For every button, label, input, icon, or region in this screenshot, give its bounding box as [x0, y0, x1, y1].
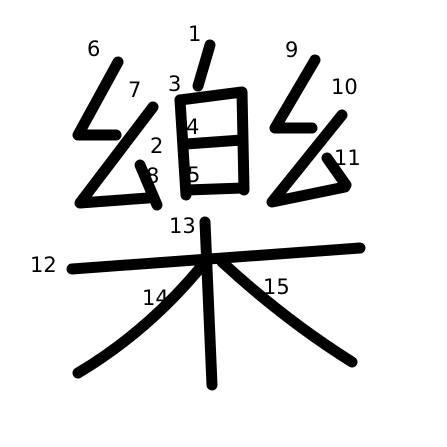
stroke-number-6: 6: [87, 37, 100, 61]
stroke-number-2: 2: [150, 134, 163, 158]
stroke-number-8: 8: [146, 164, 159, 188]
stroke-number-14: 14: [142, 286, 169, 310]
stroke-10: [266, 109, 351, 208]
stroke-9: [269, 54, 321, 134]
stroke-14: [72, 256, 211, 379]
stroke-3: [174, 86, 250, 196]
stroke-order-numbers: 1 2 3 4 5 6 7 8 9 10 11 12 13 14 15: [30, 22, 361, 310]
stroke-number-1: 1: [188, 22, 201, 46]
stroke-number-15: 15: [263, 275, 290, 299]
stroke-15: [216, 256, 358, 368]
stroke-number-5: 5: [187, 163, 200, 187]
character-strokes: [66, 39, 366, 391]
stroke-number-9: 9: [285, 38, 298, 62]
stroke-4: [180, 134, 248, 150]
stroke-12: [66, 242, 366, 275]
stroke-number-11: 11: [334, 146, 361, 170]
stroke-number-4: 4: [186, 115, 199, 139]
stroke-7: [74, 101, 159, 209]
stroke-8: [134, 159, 163, 211]
stroke-6: [72, 56, 124, 141]
stroke-11: [321, 152, 352, 191]
stroke-number-12: 12: [30, 253, 57, 277]
stroke-5: [181, 182, 249, 196]
stroke-number-10: 10: [331, 75, 358, 99]
stroke-1: [192, 39, 216, 92]
stroke-number-3: 3: [168, 72, 181, 96]
stroke-number-13: 13: [169, 214, 196, 238]
stroke-13: [199, 216, 218, 391]
stroke-number-7: 7: [128, 78, 141, 102]
